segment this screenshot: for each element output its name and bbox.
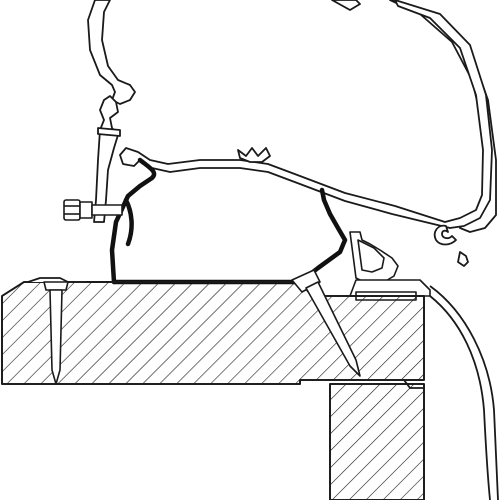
outer-skin-curve bbox=[429, 285, 499, 500]
screw-right bbox=[291, 269, 361, 377]
awning-cassette-profile bbox=[87, 0, 497, 267]
edge-trim-profile bbox=[349, 231, 431, 301]
wall-rail-profile bbox=[93, 95, 121, 223]
adapter-bracket bbox=[109, 157, 348, 285]
wall-panel-hatched bbox=[329, 379, 425, 500]
mounting-bolt bbox=[63, 199, 123, 221]
screw-left bbox=[43, 281, 69, 385]
